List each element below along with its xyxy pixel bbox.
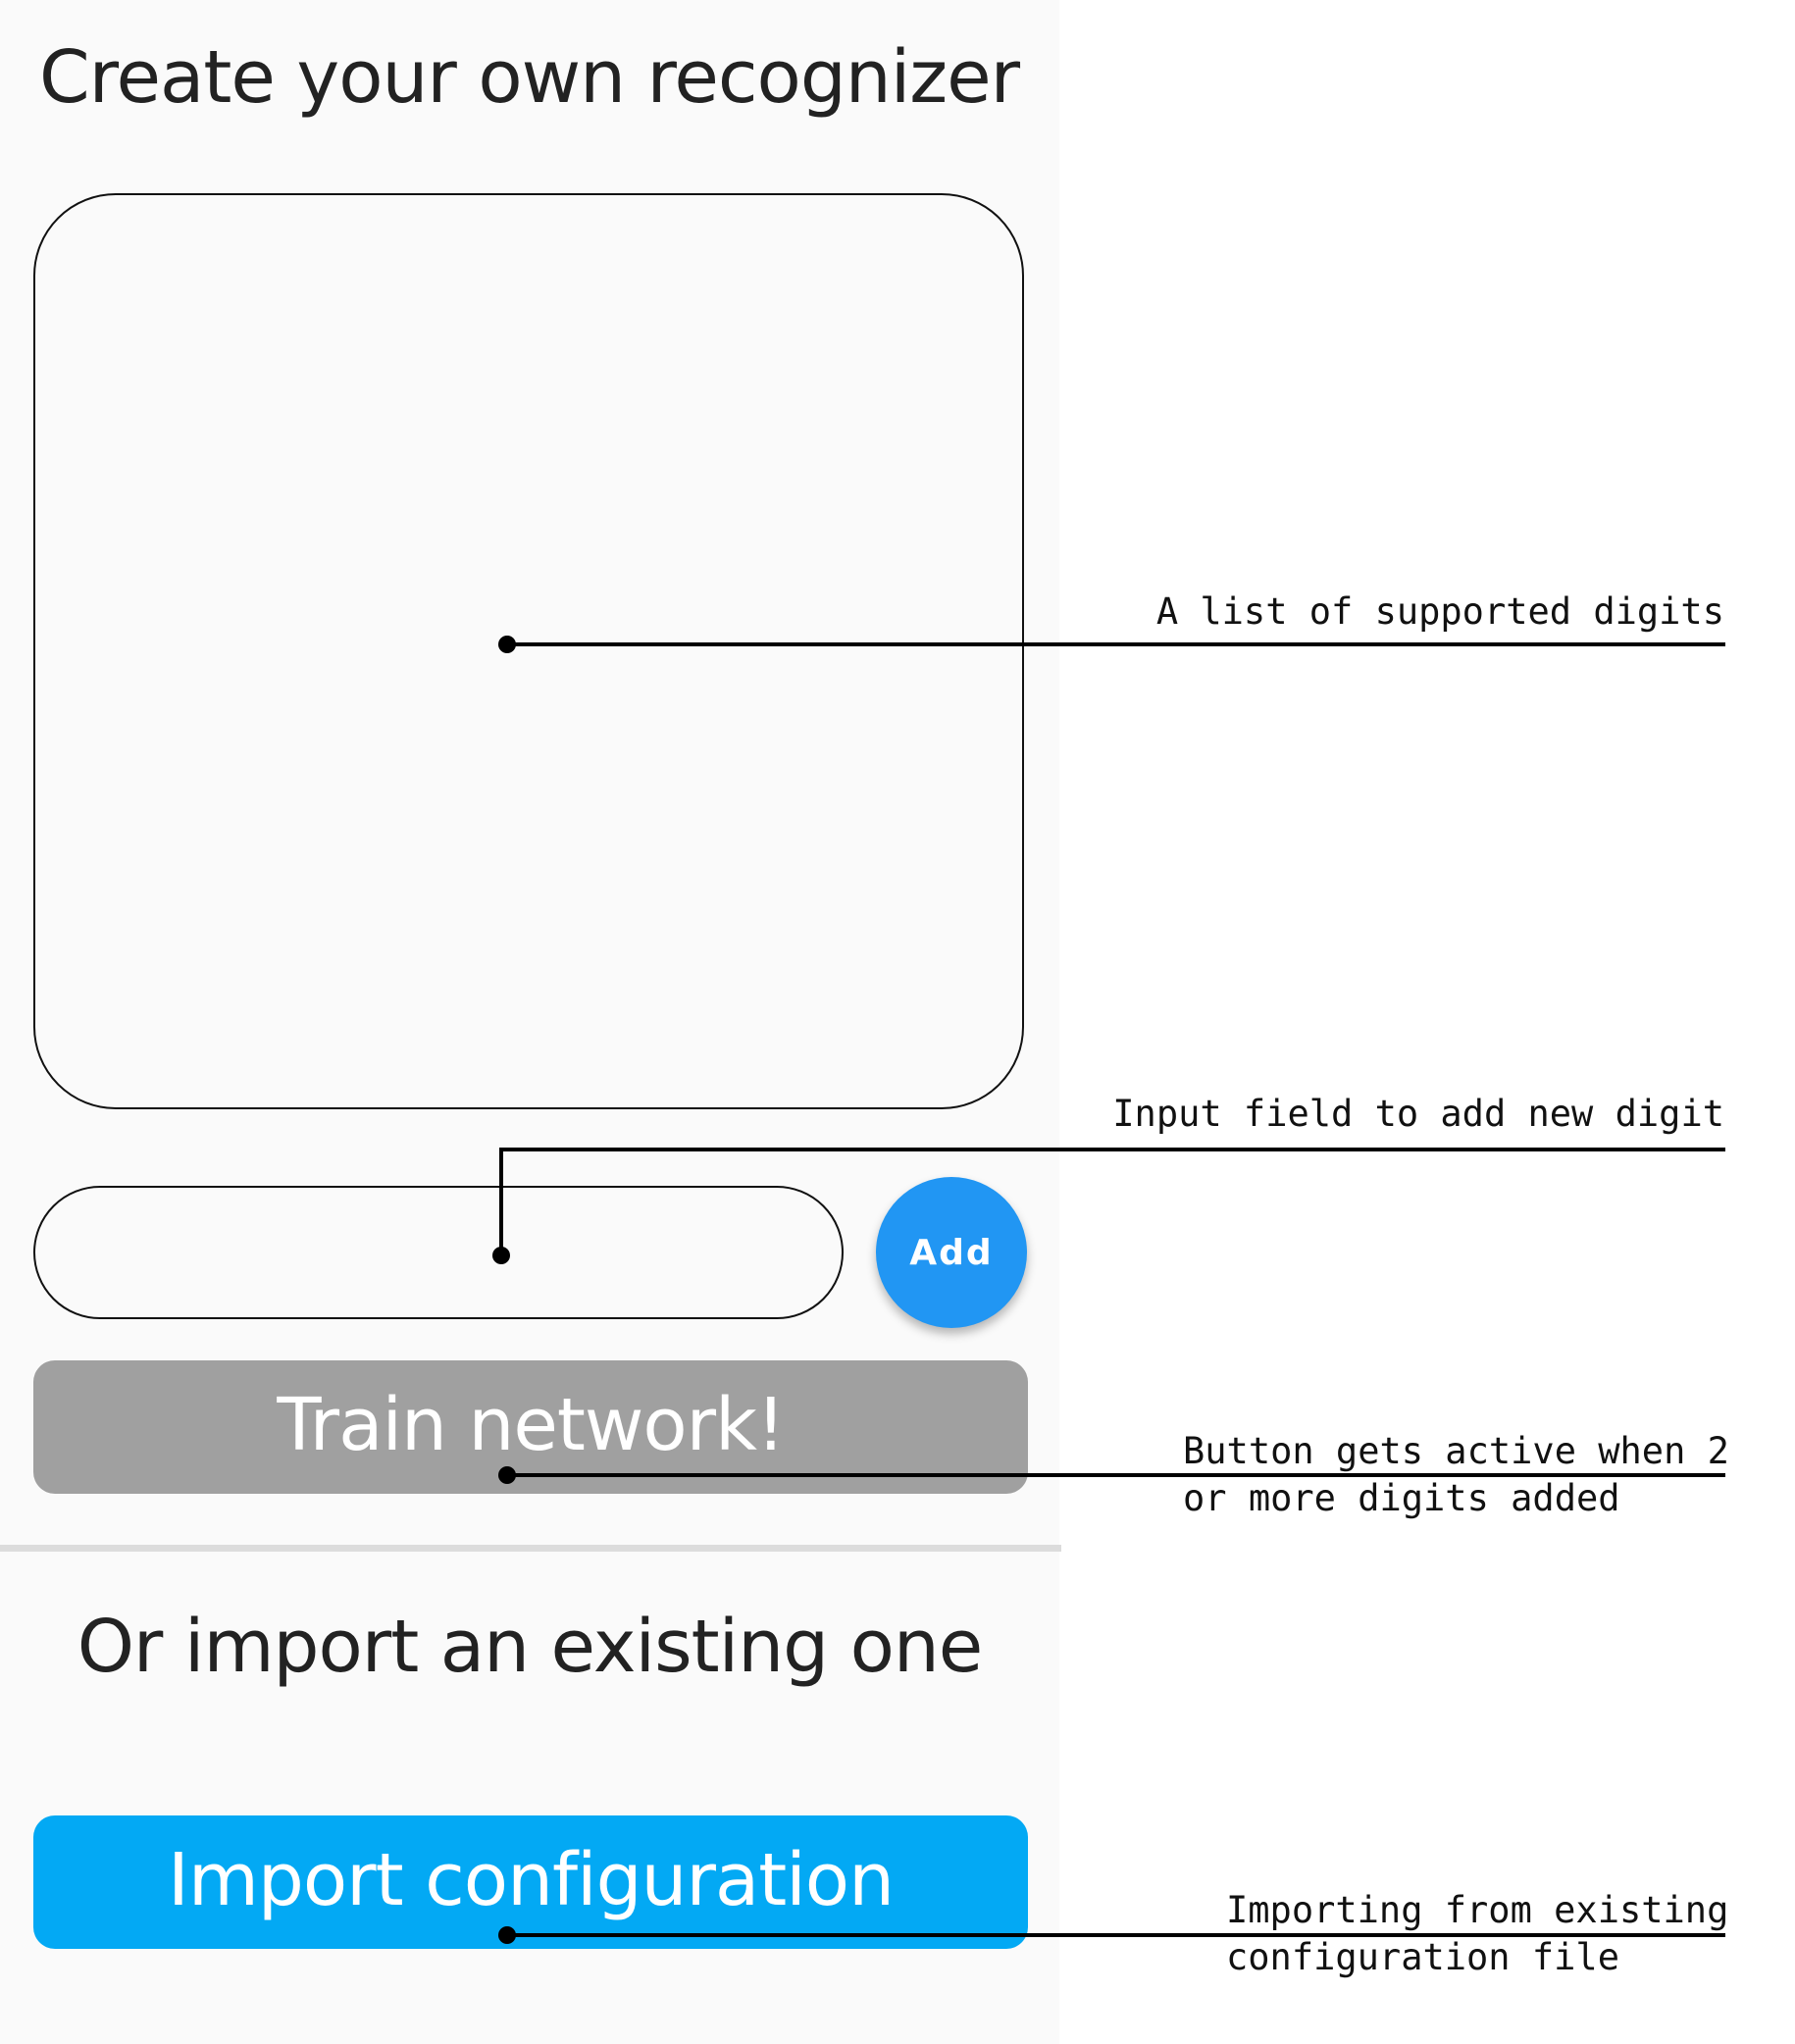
import-title: Or import an existing one [77, 1605, 984, 1689]
digit-input[interactable] [33, 1186, 844, 1319]
train-network-button[interactable]: Train network! [33, 1360, 1028, 1494]
input-field-annotation: Input field to add new digit [1112, 1093, 1724, 1135]
add-digit-button[interactable]: Add [876, 1177, 1027, 1328]
import-configuration-button[interactable]: Import configuration [33, 1815, 1028, 1949]
app-screen: Create your own recognizer Add Train net… [0, 35, 1061, 1949]
train-button-annotation: Button gets active when 2 or more digits… [1183, 1430, 1729, 1519]
import-button-annotation: Importing from existing configuration fi… [1226, 1889, 1729, 1978]
create-recognizer-title: Create your own recognizer [39, 35, 1020, 120]
digit-list[interactable] [33, 193, 1024, 1109]
section-divider [0, 1545, 1061, 1552]
digit-list-annotation: A list of supported digits [1155, 590, 1724, 633]
